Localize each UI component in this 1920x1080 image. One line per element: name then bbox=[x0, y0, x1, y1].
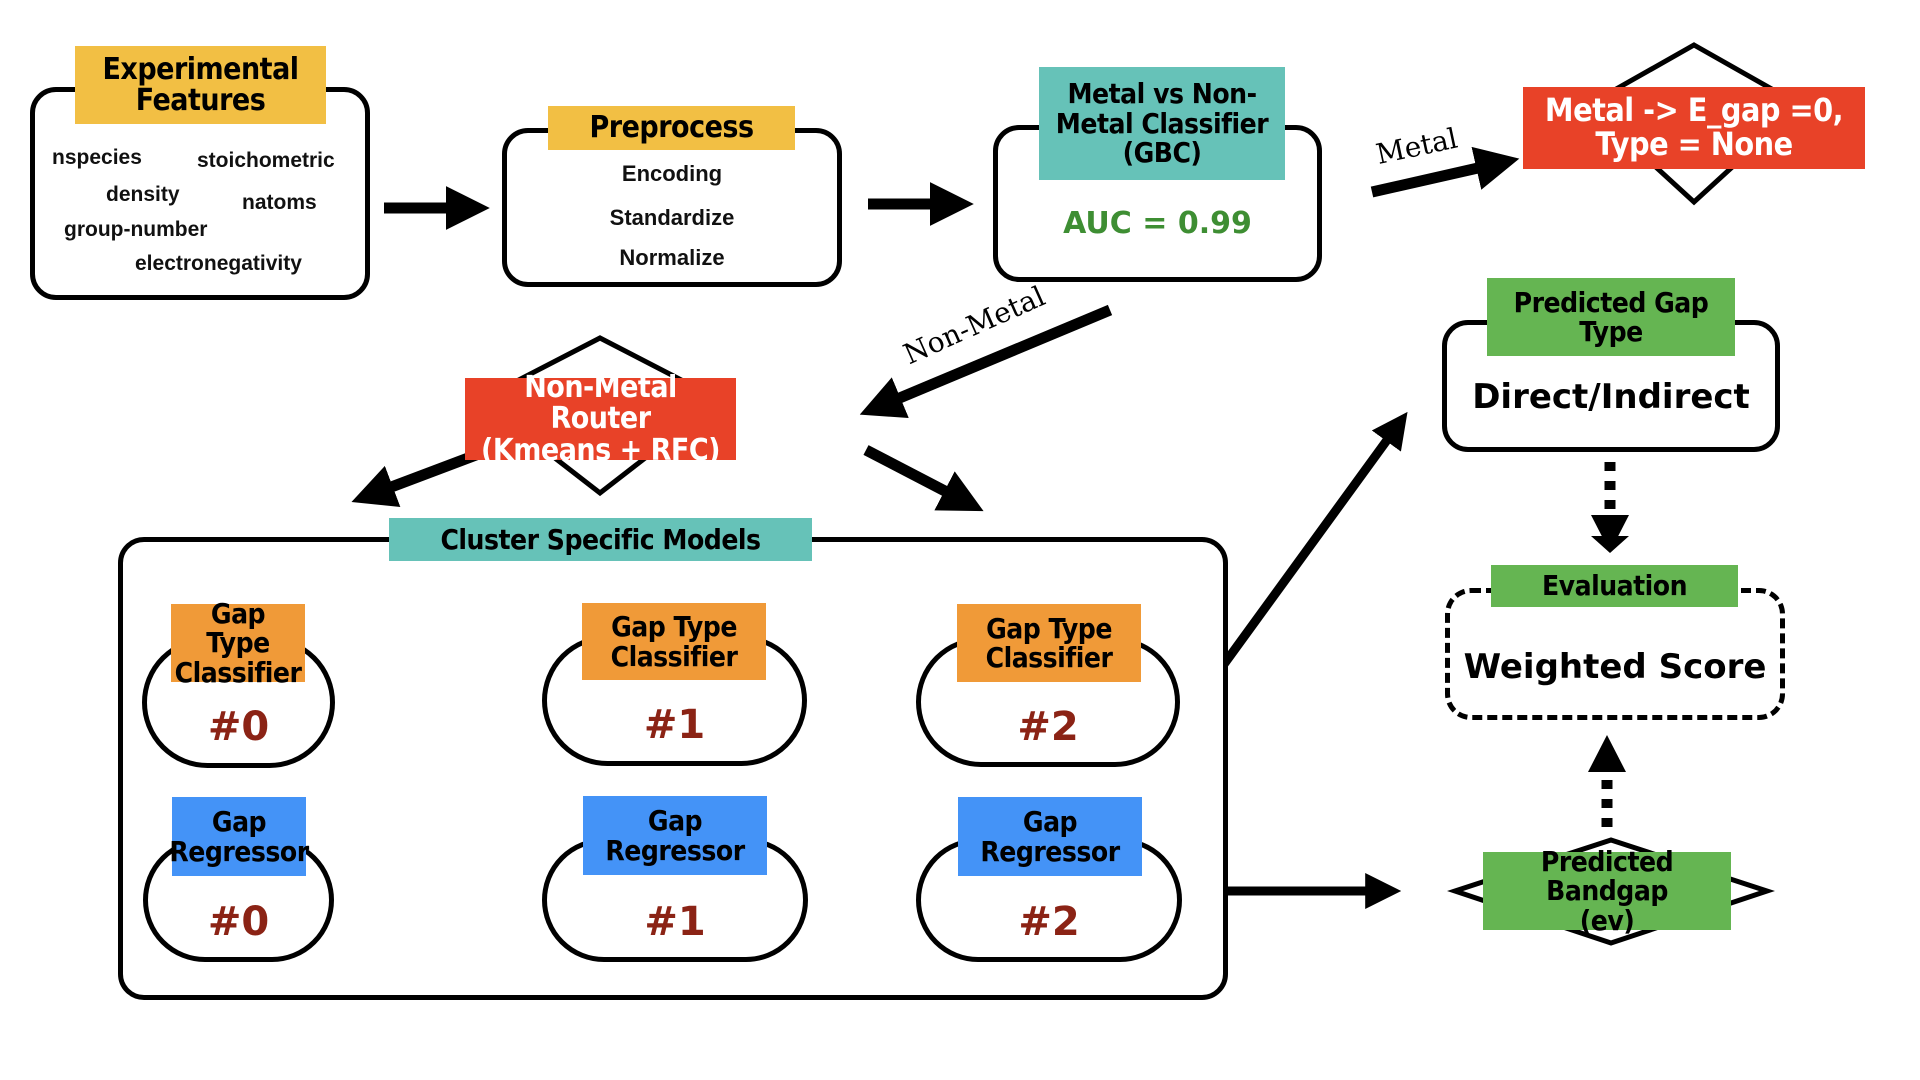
preprocess-box: Encoding Standardize Normalize bbox=[502, 128, 842, 287]
metal-result-box: Metal -> E_gap =0, Type = None bbox=[1523, 87, 1865, 169]
metal-result-line2: Type = None bbox=[1595, 125, 1793, 163]
arrowhead-down-body bbox=[1591, 515, 1629, 552]
classifier-label-0-line2: Classifier bbox=[174, 655, 302, 689]
feature-electronegativity: electronegativity bbox=[135, 252, 302, 275]
preprocess-step-standardize: Standardize bbox=[609, 205, 735, 230]
regressor-id-1: #1 bbox=[644, 899, 706, 945]
evaluation-value: Weighted Score bbox=[1463, 647, 1767, 687]
classifier-label-0: Gap Type Classifier bbox=[171, 599, 305, 687]
predicted-gap-type-title-line2: Type bbox=[1579, 315, 1643, 348]
router-box: Non-Metal Router (Kmeans + RFC) bbox=[465, 372, 736, 466]
arrow-non-metal bbox=[859, 304, 1113, 418]
arrow-to-gap-type bbox=[1194, 411, 1408, 703]
arrow-router-right bbox=[863, 445, 984, 512]
regressor-label-0-line2: Regressor bbox=[169, 834, 309, 868]
predicted-bandgap-box: Predicted Bandgap (ev) bbox=[1483, 847, 1731, 935]
preprocess-step-normalize: Normalize bbox=[619, 245, 725, 270]
feature-natoms: natoms bbox=[242, 191, 317, 214]
regressor-label-2-line2: Regressor bbox=[980, 834, 1120, 868]
arrow-metal bbox=[1370, 146, 1520, 198]
router-line1: Non-Metal Router bbox=[524, 369, 677, 437]
regressor-id-0: #0 bbox=[207, 899, 270, 945]
auc-metric: AUC = 0.99 bbox=[1063, 206, 1252, 241]
metal-classifier-title-line1: Metal vs Non- bbox=[1067, 77, 1257, 111]
router-line2: (Kmeans + RFC) bbox=[481, 432, 720, 468]
metal-result-line1: Metal -> E_gap =0, bbox=[1544, 91, 1844, 130]
regressor-label-2: Gap Regressor bbox=[958, 797, 1142, 876]
feature-stoichometric: stoichometric bbox=[197, 149, 335, 172]
predicted-gap-type-title: Predicted Gap Type bbox=[1487, 278, 1735, 356]
preprocess-step-encoding: Encoding bbox=[621, 161, 723, 186]
arrowhead-up bbox=[1588, 735, 1626, 772]
regressor-label-0-line1: Gap bbox=[211, 805, 267, 839]
regressor-label-2-line1: Gap bbox=[1022, 805, 1078, 839]
classifier-id-2: #2 bbox=[1017, 704, 1079, 750]
predicted-bandgap-line2: (ev) bbox=[1579, 903, 1635, 937]
predicted-gap-type-title-line1: Predicted Gap bbox=[1513, 285, 1709, 319]
evaluation-box: Weighted Score bbox=[1445, 588, 1785, 720]
metal-classifier-title: Metal vs Non- Metal Classifier (GBC) bbox=[1039, 67, 1285, 180]
classifier-label-1: Gap Type Classifier bbox=[582, 603, 766, 680]
classifier-label-0-line1: Gap Type bbox=[206, 596, 270, 660]
regressor-label-1-line1: Gap bbox=[647, 804, 703, 838]
metal-classifier-title-line2: Metal Classifier bbox=[1055, 106, 1269, 140]
regressor-label-1-line2: Regressor bbox=[605, 833, 745, 867]
classifier-id-0: #0 bbox=[207, 704, 270, 750]
regressor-label-0: Gap Regressor bbox=[169, 797, 309, 876]
classifier-id-1: #1 bbox=[643, 702, 706, 748]
predicted-gap-type-value: Direct/Indirect bbox=[1472, 377, 1750, 417]
classifier-label-2-line1: Gap Type bbox=[986, 611, 1112, 645]
classifier-label-1-line2: Classifier bbox=[610, 639, 738, 673]
regressor-id-2: #2 bbox=[1018, 899, 1080, 945]
preprocess-title: Preprocess bbox=[548, 106, 795, 150]
classifier-label-1-line1: Gap Type bbox=[611, 610, 737, 644]
classifier-label-2: Gap Type Classifier bbox=[957, 604, 1141, 682]
feature-group-number: group-number bbox=[64, 218, 208, 241]
experimental-features-title: Experimental Features bbox=[75, 46, 326, 124]
feature-density: density bbox=[106, 183, 180, 206]
feature-nspecies: nspecies bbox=[52, 146, 142, 169]
regressor-label-1: Gap Regressor bbox=[583, 796, 767, 875]
evaluation-title: Evaluation bbox=[1491, 565, 1738, 607]
predicted-bandgap-line1: Predicted Bandgap bbox=[1540, 844, 1674, 908]
metal-classifier-title-line3: (GBC) bbox=[1122, 136, 1202, 170]
cluster-models-title: Cluster Specific Models bbox=[389, 518, 812, 561]
classifier-label-2-line2: Classifier bbox=[985, 641, 1113, 674]
